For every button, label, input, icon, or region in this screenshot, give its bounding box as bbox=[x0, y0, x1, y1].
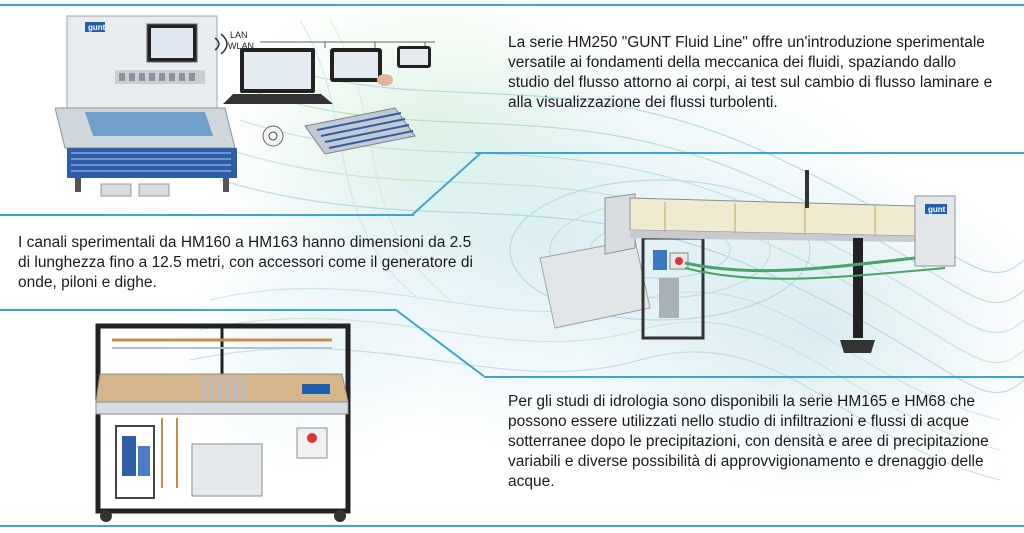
wlan-label: WLAN bbox=[228, 41, 254, 51]
divider-top bbox=[0, 4, 1024, 6]
remote-access-icon bbox=[262, 125, 284, 147]
hm165-hydrology-photo bbox=[95, 323, 351, 522]
lan-label: LAN bbox=[230, 30, 248, 40]
divider-middle-left bbox=[0, 309, 396, 311]
hm250-fluid-line-photo: gunt LAN WLAN bbox=[55, 15, 435, 197]
gunt-logo-badge bbox=[85, 22, 105, 32]
hm160-channel-photo: gunt bbox=[539, 170, 956, 353]
divider-middle-right bbox=[484, 376, 1024, 378]
gunt-logo-text: gunt bbox=[88, 23, 106, 32]
gunt-logo-badge-channel bbox=[925, 204, 947, 214]
divider-upper-right bbox=[475, 152, 1024, 154]
divider-bottom bbox=[0, 525, 1024, 527]
divider-upper-left bbox=[0, 214, 414, 216]
description-hm160-hm163: I canali sperimentali da HM160 a HM163 h… bbox=[18, 234, 473, 291]
gunt-logo-text-channel: gunt bbox=[928, 205, 946, 214]
description-hm165-hm68: Per gli studi di idrologia sono disponib… bbox=[508, 393, 989, 490]
description-hm250: La serie HM250 "GUNT Fluid Line" offre u… bbox=[508, 34, 993, 111]
wifi-icon bbox=[214, 33, 228, 55]
